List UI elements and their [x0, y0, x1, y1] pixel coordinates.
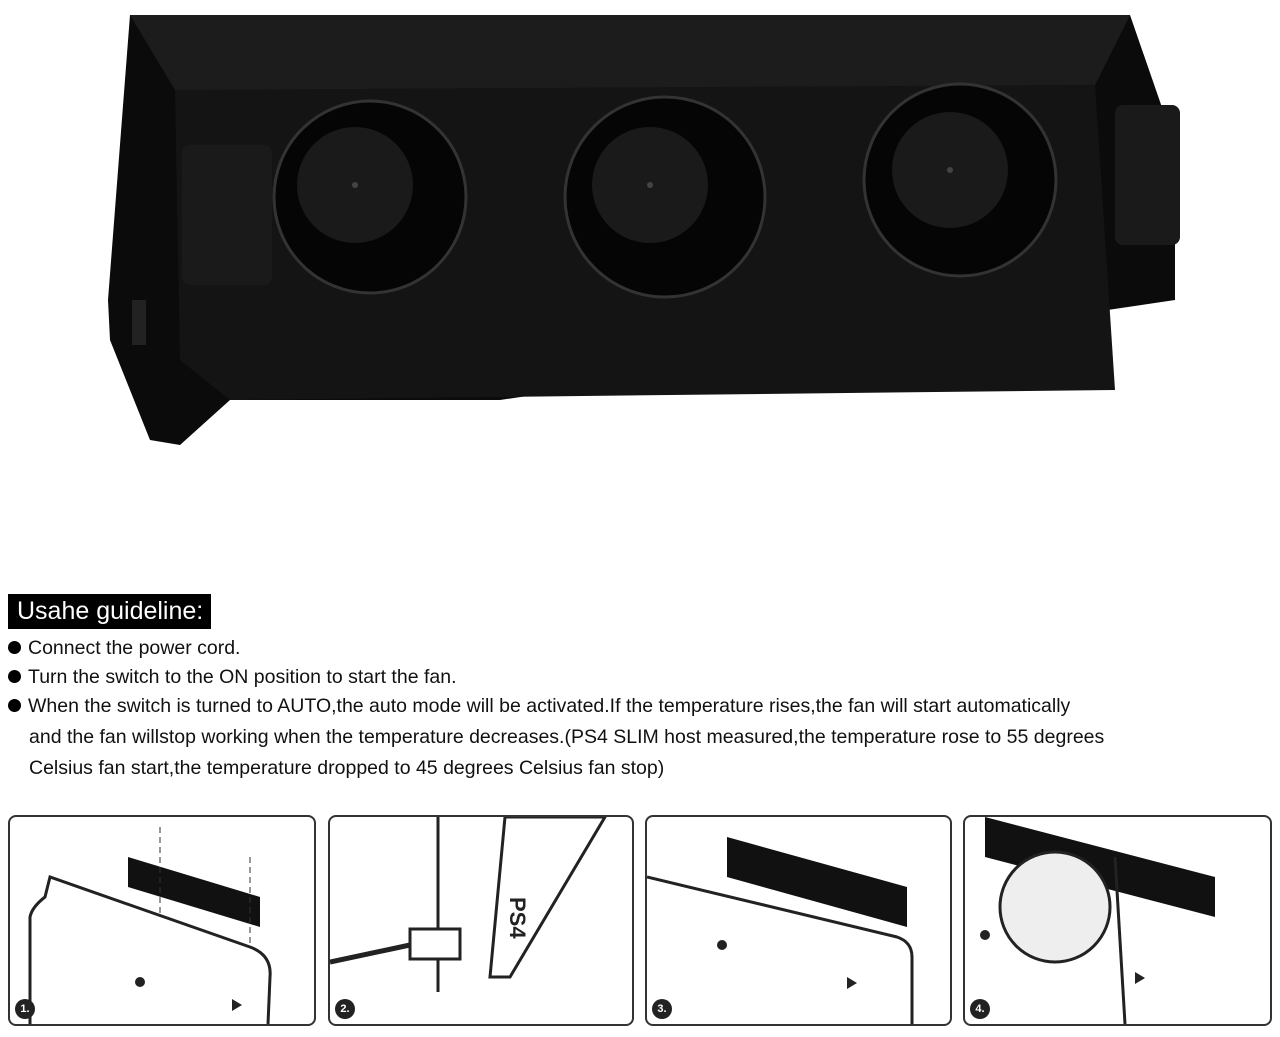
- step-1-diagram: 1.: [8, 815, 316, 1026]
- power-switch: [132, 300, 146, 345]
- guideline-item: Connect the power cord.: [8, 634, 240, 663]
- step-3-diagram: 3.: [645, 815, 952, 1026]
- step-number: 4.: [970, 999, 990, 1019]
- fan-right: [862, 82, 1058, 278]
- step-4-diagram: 4.: [963, 815, 1272, 1026]
- fan-middle: [563, 95, 767, 299]
- ps4-label: PS4: [505, 897, 530, 939]
- guideline-item: Turn the switch to the ON position to st…: [8, 663, 457, 692]
- guideline-text: Turn the switch to the ON position to st…: [28, 666, 457, 688]
- guideline-heading: Usahe guideline:: [8, 594, 212, 629]
- clip-right: [1115, 105, 1180, 245]
- guideline-text: Connect the power cord.: [28, 637, 241, 659]
- clip-left: [182, 145, 272, 285]
- step-2-diagram: PS4 2.: [328, 815, 634, 1026]
- guideline-continuation: Celsius fan start,the temperature droppe…: [29, 757, 665, 779]
- step-number: 1.: [15, 999, 35, 1019]
- guideline-text: When the switch is turned to AUTO,the au…: [28, 695, 1071, 717]
- guideline-item: When the switch is turned to AUTO,the au…: [8, 692, 1070, 721]
- step-number: 3.: [652, 999, 672, 1019]
- bullet-icon: [8, 699, 21, 712]
- guideline-continuation: and the fan willstop working when the te…: [29, 726, 1105, 748]
- step-number: 2.: [335, 999, 355, 1019]
- fan-left: [272, 99, 468, 295]
- cooling-fan-product-photo: [108, 15, 1180, 445]
- bullet-icon: [8, 641, 21, 654]
- bullet-icon: [8, 670, 21, 683]
